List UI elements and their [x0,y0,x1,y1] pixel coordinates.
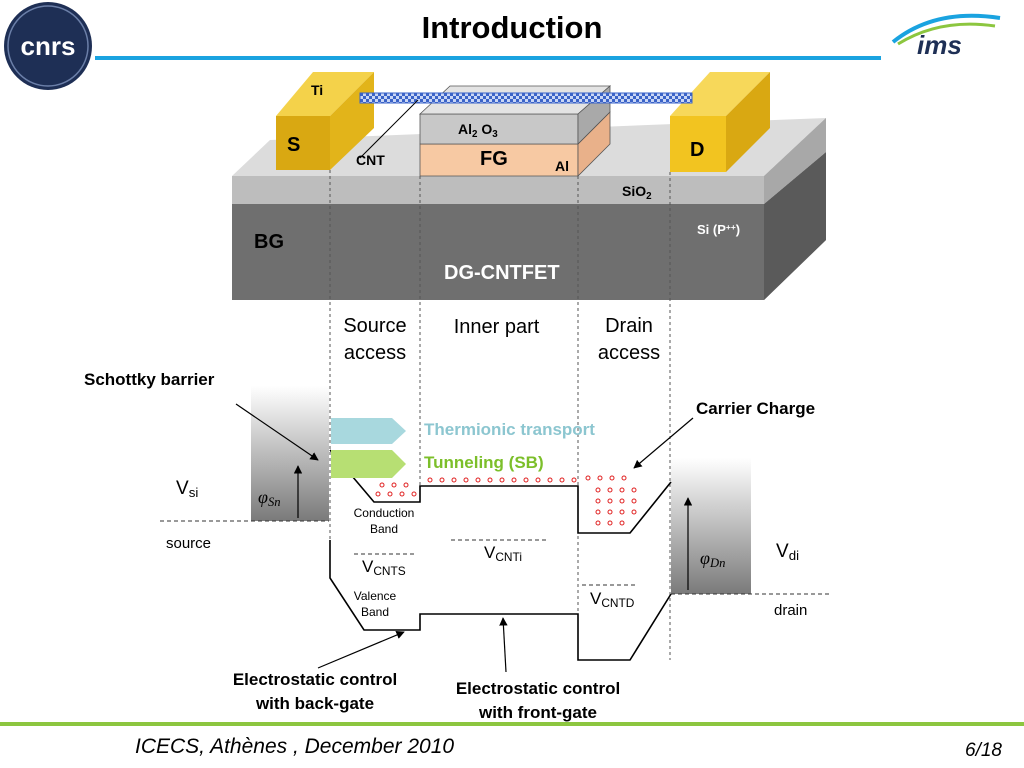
ims-logo: ims [891,13,1001,60]
fg-label: FG [480,148,508,170]
phi-sn-label: φSn [258,487,281,509]
region-boundaries [329,170,671,660]
sio2-label: SiO2 [622,183,652,202]
cnt-tube [359,92,693,104]
drain-well [671,458,751,594]
page-number: 6/18 [965,740,1002,761]
cnrs-logo: cnrs [4,2,92,90]
vcnti-label: VCNTi [484,543,522,564]
title-underline [95,56,881,60]
fermi-levels [160,520,830,595]
valence-band [329,540,672,661]
al2o3-label: Al2 O3 [458,121,498,140]
device-name: DG-CNTFET [444,262,560,284]
footer-conference: ICECS, Athènes , December 2010 [135,735,455,758]
svg-text:ims: ims [917,30,962,60]
schottky-label: Schottky barrier [84,370,215,389]
drain-label: D [690,139,705,161]
inner-part-label: Inner part [453,316,540,338]
footer-line [0,722,1024,726]
al-label: Al [555,158,569,174]
back-gate-arrow [317,631,405,669]
front-gate-arrow [499,617,508,673]
thermionic-arrow [331,418,406,444]
carrier-dots [375,475,637,526]
si-substrate [232,152,826,300]
tunneling-arrow [331,450,406,478]
svg-text:cnrs: cnrs [21,31,76,61]
phi-dn-label: φDn [700,548,726,570]
si-label: Si (P++) [697,222,741,237]
source-fermi-label: source [166,535,212,552]
source-label: S [287,134,301,156]
vsi-label: Vsi [176,478,199,500]
bg-label: BG [254,231,284,253]
drain-contact [670,72,770,172]
drain-fermi-label: drain [774,602,808,619]
cnt-pointer [359,99,419,159]
sio2-layer [232,118,826,204]
ti-label: Ti [311,82,324,98]
vcnts-label: VCNTS [362,557,406,578]
conduction-band [329,449,672,534]
cnt-label: CNT [356,152,385,168]
carrier-arrow [633,417,694,469]
thermionic-label: Thermionic transport [424,420,595,439]
vcntd-label: VCNTD [590,589,635,610]
tunneling-label: Tunneling (SB) [424,453,544,472]
front-gate [418,85,612,177]
vdi-label: Vdi [776,541,800,563]
carrier-charge-label: Carrier Charge [696,399,816,418]
schottky-arrow [235,403,319,461]
page-title: Introduction [421,10,603,45]
